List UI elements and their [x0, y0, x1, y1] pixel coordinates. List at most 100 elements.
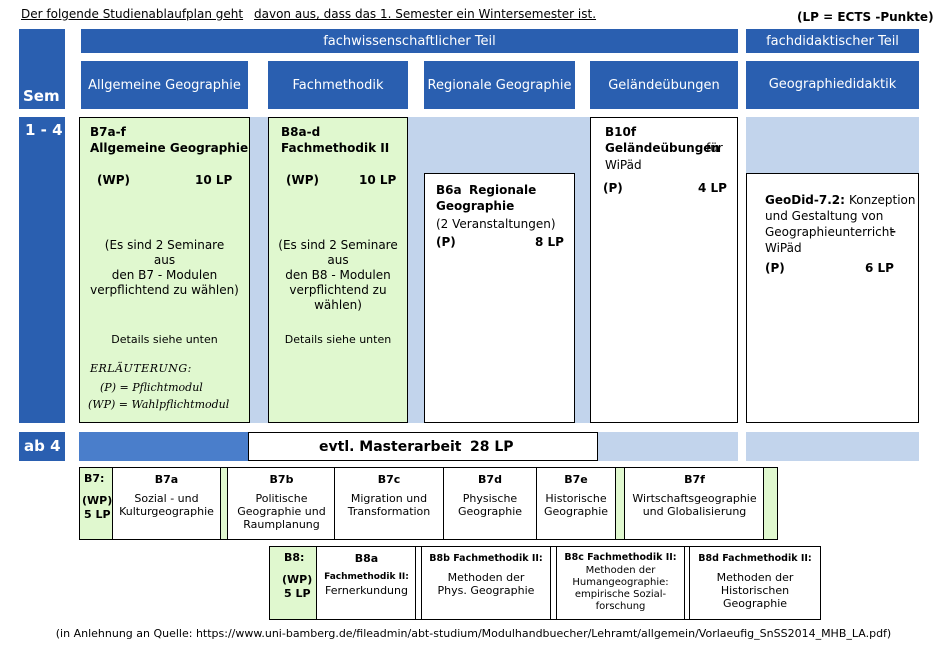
b7-note-4: verpflichtend zu wählen)	[90, 283, 239, 297]
col-allgemeine-geographie: Allgemeine Geographie	[81, 61, 248, 109]
b7c-line-2: Transformation	[347, 505, 431, 518]
b8-table-sep-1	[415, 547, 422, 619]
b8-title: Fachmethodik II	[281, 141, 390, 155]
b7b-line-1: Politische	[255, 492, 308, 505]
source-note: (in Anlehnung an Quelle: https://www.uni…	[55, 627, 892, 640]
b7d-line-2: Geographie	[457, 505, 523, 518]
header-fachdidaktisch: fachdidaktischer Teil	[746, 29, 919, 53]
b7e-code: B7e	[564, 473, 588, 486]
b8c-line-2: Humangeographie:	[572, 577, 669, 588]
b8c-cell: B8c Fachmethodik II: Methoden der Humang…	[557, 552, 684, 613]
legend-pflicht: (P) = Pflichtmodul	[100, 381, 203, 394]
sem-header-cell: Sem	[19, 29, 65, 109]
b8-table-code: B8:	[284, 551, 305, 564]
b6-code: B6a	[436, 183, 462, 197]
b7-title: Allgemeine Geographie	[90, 141, 249, 155]
b7a-cell: B7a Sozial - und Kulturgeographie	[113, 473, 220, 518]
col-geographiedidaktik: Geographiedidaktik	[746, 61, 919, 109]
b8-table: B8: (WP) 5 LP B8a Fachmethodik II: Ferne…	[269, 546, 821, 620]
b7-lp: 10 LP	[195, 173, 233, 187]
b7-table-type: (WP)	[82, 494, 113, 507]
b8-table-code-cell: B8: (WP) 5 LP	[270, 547, 317, 619]
b8c-line-4: forschung	[595, 601, 646, 612]
geodid-line-2: und Gestaltung von	[765, 209, 884, 223]
lp-legend: (LP = ECTS -Punkte)	[797, 10, 934, 24]
b7d-cell: B7d Physische Geographie	[444, 473, 536, 518]
b7-table-sep-3	[763, 468, 777, 539]
b7-module-box: B7a-f Allgemeine Geographie (WP) 10 LP (…	[79, 117, 250, 423]
row-ab-4-label: ab 4	[24, 437, 61, 455]
b8d-line-3: Geographie	[722, 597, 788, 610]
b8b-cell: B8b Fachmethodik II: Methoden der Phys. …	[422, 552, 550, 597]
b8c-head: B8c Fachmethodik II:	[564, 552, 677, 563]
b10-lp: 4 LP	[698, 181, 727, 195]
geodid-line-3: Geographieunterricht	[765, 225, 895, 239]
b8-table-type: (WP)	[282, 573, 313, 586]
b7-note: (Es sind 2 Seminare aus den B7 - Modulen…	[80, 238, 249, 298]
b7-table: B7: (WP) 5 LP B7a Sozial - und Kulturgeo…	[79, 467, 778, 540]
geodid-code: GeoDid-7.2:	[765, 193, 845, 207]
b8-note: (Es sind 2 Seminare aus den B8 - Modulen…	[269, 238, 407, 313]
geodid-line-4: WiPäd	[765, 241, 802, 255]
b7b-line-3: Raumplanung	[243, 518, 320, 531]
geodid-type: (P)	[765, 261, 785, 275]
b7f-code: B7f	[684, 473, 705, 486]
b8c-line-3: empirische Sozial-	[574, 589, 667, 600]
b6-lp: 8 LP	[535, 235, 564, 249]
geodid-line-1: Konzeption	[849, 193, 916, 207]
b7-note-1: (Es sind 2 Seminare	[104, 238, 225, 252]
b7d-code: B7d	[478, 473, 502, 486]
b7e-line-2: Geographie	[543, 505, 609, 518]
b8b-head: B8b Fachmethodik II:	[429, 553, 543, 564]
geodid-dash: –	[890, 224, 896, 238]
b8-module-box: B8a-d Fachmethodik II (WP) 10 LP (Es sin…	[268, 117, 408, 423]
b7-table-sep-2	[615, 468, 625, 539]
b7-table-code: B7:	[84, 472, 105, 485]
b8b-line-2: Phys. Geographie	[437, 584, 535, 597]
b7d-line-1: Physische	[462, 492, 518, 505]
geodid-module-box: GeoDid-7.2: Konzeption und Gestaltung vo…	[746, 173, 919, 423]
b7-type: (WP)	[97, 173, 130, 187]
b8-note-4: verpflichtend zu wählen)	[289, 283, 387, 312]
b6-module-box: B6a Regionale Geographie (2 Veranstaltun…	[424, 173, 575, 423]
legend-wahlpflicht: (WP) = Wahlpflichtmodul	[88, 398, 230, 411]
b8d-head: B8d Fachmethodik II:	[698, 553, 812, 564]
b10-module-box: B10f Geländeübungen für WiPäd (P) 4 LP	[590, 117, 738, 423]
b7b-code: B7b	[269, 473, 294, 486]
b6-title-a: Regionale	[469, 183, 537, 197]
b8-table-sep-2	[550, 547, 557, 619]
b6-type: (P)	[436, 235, 456, 249]
b6-sub: (2 Veranstaltungen)	[436, 217, 556, 231]
row-1-4-cell: 1 - 4	[19, 117, 65, 423]
b10-code: B10f	[605, 125, 637, 139]
sem-label: Sem	[23, 87, 60, 105]
b7-table-code-cell: B7: (WP) 5 LP	[80, 468, 113, 539]
b7f-cell: B7f Wirtschaftsgeographie und Globalisie…	[626, 473, 763, 518]
b6-title-b: Geographie	[436, 199, 515, 213]
b8a-line-1: Fachmethodik II:	[324, 572, 409, 582]
b8d-line-1: Methoden der	[716, 571, 794, 584]
b10-suffix: für	[706, 141, 723, 155]
col-fachmethodik: Fachmethodik	[268, 61, 408, 109]
b10-type: (P)	[603, 181, 623, 195]
strip-between-b8-b6	[406, 117, 424, 423]
b7-code: B7a-f	[90, 125, 126, 139]
b10-sub: WiPäd	[605, 158, 642, 172]
b8b-line-1: Methoden der	[447, 571, 525, 584]
b7-note-3: den B7 - Modulen	[111, 268, 218, 282]
b7-details: Details siehe unten	[111, 333, 218, 346]
col-regionale-geographie: Regionale Geographie	[424, 61, 575, 109]
b7c-line-1: Migration und	[350, 492, 428, 505]
b8-table-sep-3	[684, 547, 690, 619]
b8-details: Details siehe unten	[284, 333, 392, 346]
master-label: evtl. Masterarbeit	[319, 439, 462, 455]
master-strip-didaktik	[746, 432, 919, 461]
b7e-cell: B7e Historische Geographie	[537, 473, 615, 518]
geodid-lp: 6 LP	[865, 261, 894, 275]
strip-between-b7-b8	[248, 117, 268, 423]
b8d-line-2: Historischen	[720, 584, 790, 597]
b8a-line-2: Fernerkundung	[325, 584, 408, 597]
b8a-code: B8a	[354, 552, 379, 565]
row-1-4-label: 1 - 4	[25, 121, 63, 139]
master-lp: 28 LP	[470, 439, 514, 455]
